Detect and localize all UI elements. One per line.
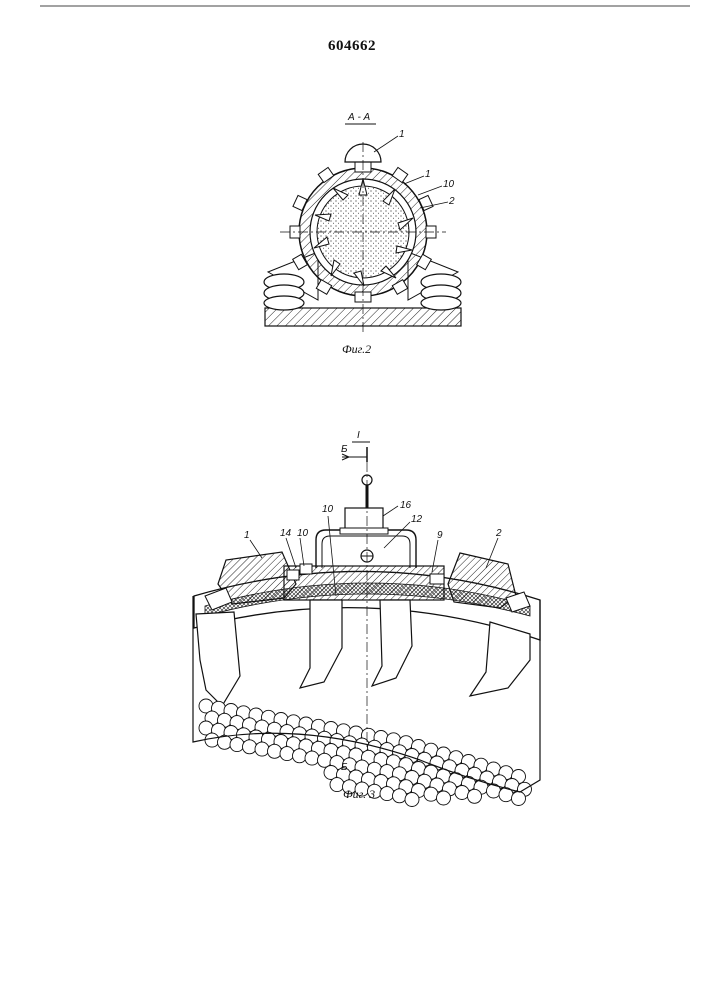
grinding-ball: [380, 787, 394, 801]
grinding-ball: [243, 740, 257, 754]
figure-3-caption: Фиг. 3: [343, 787, 375, 802]
actuator-16: [345, 508, 383, 530]
grinding-ball: [318, 753, 332, 767]
grinding-ball: [393, 789, 407, 803]
section-mark-bottom: Б: [341, 762, 348, 773]
section-mark-top: Б: [341, 444, 348, 455]
grinding-ball: [305, 751, 319, 765]
lifter-2: [448, 553, 516, 608]
grinding-ball: [268, 744, 282, 758]
grinding-ball: [205, 733, 219, 747]
fig3-callout-16: 16: [400, 500, 411, 511]
grinding-ball: [437, 791, 451, 805]
fig3-callout-9: 9: [437, 530, 443, 541]
grinding-ball: [512, 792, 526, 806]
grinding-ball: [255, 742, 269, 756]
grinding-ball: [280, 747, 294, 761]
grinding-ball: [424, 787, 438, 801]
grinding-ball: [468, 789, 482, 803]
fig3-callout-2: 2: [496, 528, 502, 539]
grinding-ball: [330, 778, 344, 792]
fig3-callout-10a: 10: [297, 528, 308, 539]
fig3-callout-14: 14: [280, 528, 291, 539]
fig3-callout-1: 1: [244, 530, 250, 541]
fig3-callout-12: 12: [411, 514, 422, 525]
grinding-ball: [405, 793, 419, 807]
view-label-i: I: [357, 430, 360, 441]
grinding-ball: [455, 786, 469, 800]
grinding-ball: [230, 738, 244, 752]
grinding-ball: [293, 749, 307, 763]
fig3-callout-10b: 10: [322, 504, 333, 515]
